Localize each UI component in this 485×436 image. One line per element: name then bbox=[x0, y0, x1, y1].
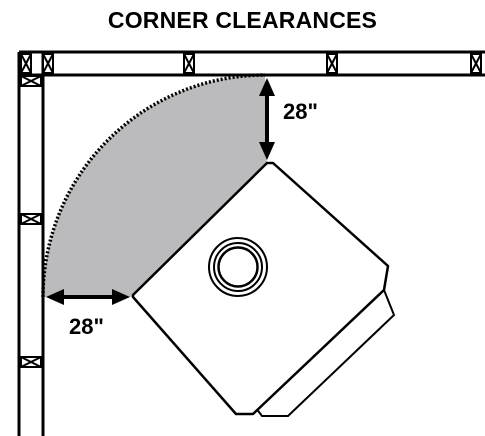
flue-collar-icon bbox=[208, 237, 268, 297]
stud-left-3 bbox=[20, 356, 42, 368]
top-clearance-arrow bbox=[259, 78, 275, 160]
clearance-zone bbox=[43, 75, 267, 297]
appliance-body bbox=[131, 161, 390, 416]
top-wall bbox=[19, 50, 485, 77]
stud-top-4 bbox=[326, 53, 338, 74]
side-clearance-arrow bbox=[46, 289, 130, 305]
wall-studs bbox=[20, 53, 482, 368]
stud-top-2 bbox=[42, 53, 54, 74]
diagram-title: CORNER CLEARANCES bbox=[107, 7, 378, 33]
side-clearance-label: 28" bbox=[69, 314, 104, 339]
top-clearance-label: 28" bbox=[283, 99, 318, 124]
stud-top-3 bbox=[183, 53, 195, 74]
left-wall bbox=[17, 52, 45, 436]
stud-top-1 bbox=[20, 53, 32, 74]
stud-left-2 bbox=[20, 213, 42, 225]
stud-top-5 bbox=[470, 53, 482, 74]
stud-left-1 bbox=[20, 75, 42, 87]
